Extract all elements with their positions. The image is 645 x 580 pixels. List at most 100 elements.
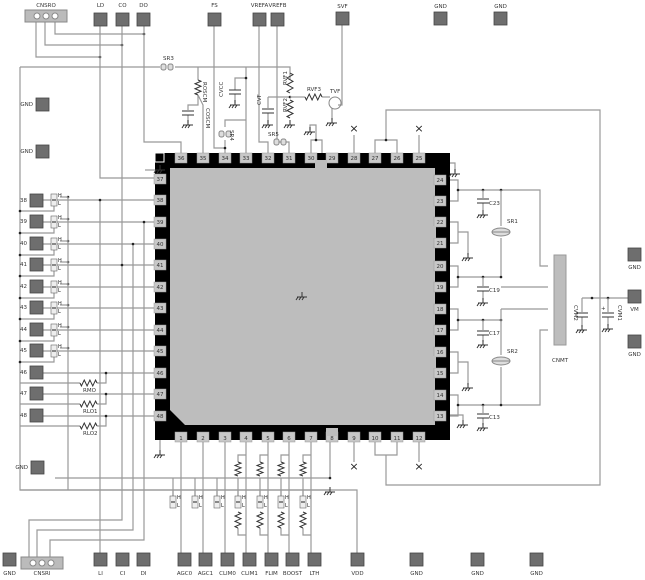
pad-label: GND	[628, 352, 641, 358]
pin1-marker	[154, 152, 165, 163]
pad-43[interactable]: 43	[20, 300, 44, 315]
pad-ld[interactable]: LD	[93, 3, 108, 27]
jumper-switch[interactable]: HL	[50, 280, 62, 294]
junction-dot	[104, 414, 108, 418]
jumper-switch[interactable]: HL	[256, 495, 268, 509]
pad-di[interactable]: DI	[136, 552, 151, 577]
pin-24: 24	[433, 174, 447, 186]
jumper-switch[interactable]: HL	[50, 215, 62, 229]
pad-gnd[interactable]: GND	[20, 144, 50, 159]
pad-46[interactable]: 46	[20, 365, 44, 380]
pad-vrefa[interactable]: VREFA	[251, 3, 269, 27]
jumper-switch[interactable]: HL	[50, 301, 62, 315]
pad-gnd[interactable]: GND	[2, 552, 17, 577]
chip-strip	[428, 356, 436, 368]
pad-label: LD	[97, 3, 104, 9]
wire	[175, 66, 291, 80]
junction-dot	[456, 318, 460, 322]
pin-15: 15	[433, 367, 447, 379]
connector-cnsri[interactable]: CNSRI	[20, 556, 64, 577]
sr2-label: SR2	[507, 349, 518, 355]
pad-label: CLIM0	[219, 571, 236, 577]
pad-38[interactable]: 38	[20, 193, 44, 208]
pad-gnd[interactable]: GND	[433, 4, 448, 26]
pin-3: 3	[218, 431, 232, 443]
pad-vdd[interactable]: VDD	[350, 552, 365, 577]
coscm-label: COSCM	[204, 108, 210, 129]
jumper-switch[interactable]: HL	[299, 495, 311, 509]
pad-clim1[interactable]: CLIM1	[241, 552, 258, 577]
connector-cnmt[interactable]	[553, 254, 567, 346]
pad-fs[interactable]: FS	[207, 3, 222, 27]
pad-agc1[interactable]: AGC1	[198, 552, 213, 577]
junction-dot	[131, 242, 135, 246]
pad-flim[interactable]: FLIM	[264, 552, 279, 577]
pin-label: 25	[416, 156, 423, 162]
capacitor-cvm1	[602, 312, 614, 318]
pad-gnd[interactable]: GND	[15, 460, 45, 475]
pin-13: 13	[433, 410, 447, 422]
cvf-label: CVF	[257, 94, 263, 105]
pad-co[interactable]: CO	[115, 3, 130, 27]
jumper-switch[interactable]: HL	[191, 495, 203, 509]
roscm-label: ROSCM	[201, 82, 207, 102]
SR3	[160, 63, 174, 71]
pad-42[interactable]: 42	[20, 279, 44, 294]
jumper-switch[interactable]: HL	[50, 258, 62, 272]
pad-vm[interactable]: VM	[627, 289, 642, 313]
pad-44[interactable]: 44	[20, 322, 44, 337]
capacitor-c13	[477, 413, 489, 419]
pad-gnd[interactable]: GND	[470, 552, 485, 577]
pad-boost[interactable]: BOOST	[283, 552, 303, 577]
pad-svf[interactable]: SVF	[335, 4, 350, 26]
jumper-switch[interactable]: HL	[213, 495, 225, 509]
pad-lth[interactable]: LTH	[307, 552, 322, 577]
pad-gnd[interactable]: GND	[20, 97, 50, 112]
junction-dot	[223, 146, 227, 150]
pin-label: 42	[157, 285, 164, 291]
pad-vrefb[interactable]: VREFB	[269, 3, 287, 27]
pad-48[interactable]: 48	[20, 408, 44, 423]
ground-icon	[261, 120, 273, 129]
pin-label: 40	[157, 242, 164, 248]
jumper-switch[interactable]: HL	[169, 495, 181, 509]
pad-ci[interactable]: CI	[115, 552, 130, 577]
wire	[99, 24, 160, 179]
jumper-low-label: L	[58, 352, 61, 358]
pad-clim0[interactable]: CLIM0	[219, 552, 236, 577]
pad-47[interactable]: 47	[20, 386, 44, 401]
jumper-high-label: H	[177, 495, 181, 501]
pad-agc0[interactable]: AGC0	[177, 552, 193, 577]
pad-do[interactable]: DO	[136, 3, 151, 27]
pad-label: LTH	[310, 571, 320, 577]
jumper-switch[interactable]: HL	[50, 323, 62, 337]
pad-gnd[interactable]: GND	[409, 552, 424, 577]
wire	[197, 94, 204, 153]
pin-label: 1	[179, 436, 183, 442]
junction-dot	[499, 275, 503, 279]
pad-40[interactable]: 40	[20, 236, 44, 251]
pad-41[interactable]: 41	[20, 257, 44, 272]
jumper-switch[interactable]: HL	[50, 193, 62, 207]
no-connect-icon: ×	[414, 460, 423, 473]
jumper-switch[interactable]: HL	[50, 344, 62, 358]
pad-gnd[interactable]: GND	[493, 4, 508, 26]
ground-icon	[476, 340, 488, 349]
sr1-label: SR1	[507, 219, 518, 225]
pin-label: 44	[157, 328, 164, 334]
pad-45[interactable]: 45	[20, 343, 44, 358]
pad-gnd[interactable]: GND	[627, 247, 642, 271]
pad-gnd[interactable]: GND	[529, 552, 544, 577]
pad-gnd[interactable]: GND	[627, 334, 642, 358]
jumper-switch[interactable]: HL	[50, 237, 62, 251]
pad-39[interactable]: 39	[20, 214, 44, 229]
jumper-switch[interactable]: HL	[234, 495, 246, 509]
pad-label: GND	[434, 4, 447, 10]
pin-label: 12	[416, 436, 423, 442]
wire	[20, 357, 55, 363]
jumper-switch[interactable]: HL	[277, 495, 289, 509]
jumper-high-label: H	[58, 193, 62, 199]
connector-cnsro[interactable]: CNSRO	[24, 3, 68, 23]
junction-dot	[18, 296, 22, 300]
pad-li[interactable]: LI	[93, 552, 108, 577]
